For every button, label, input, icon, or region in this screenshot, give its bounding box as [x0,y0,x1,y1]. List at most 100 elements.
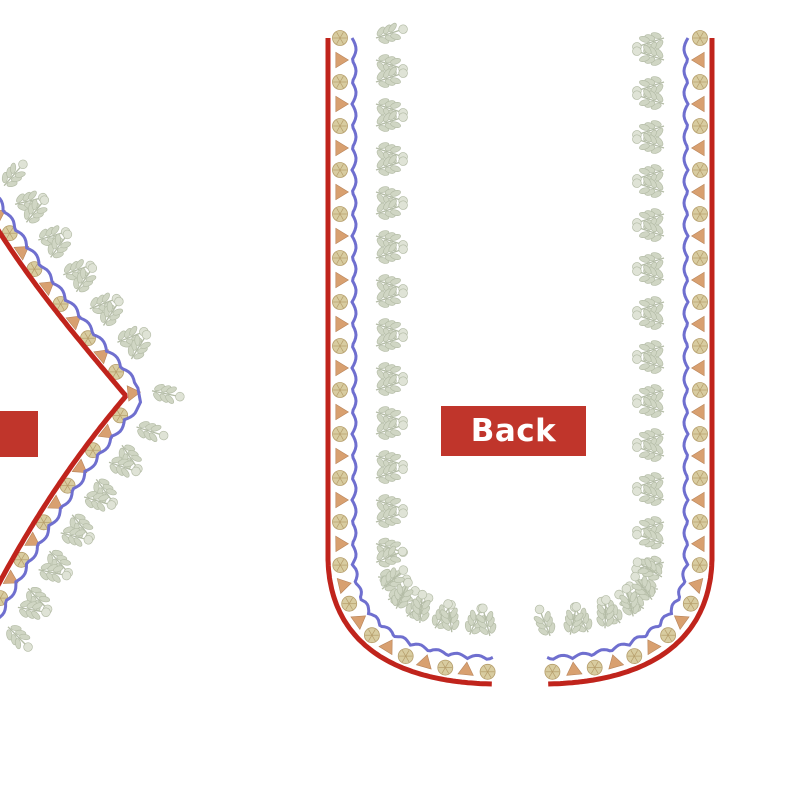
rosette-motif [332,338,348,354]
triangle-motif [0,210,6,222]
leaf-sprig [391,577,414,609]
triangle-motif [65,315,82,331]
rosette-motif [332,382,348,398]
leaf-sprig [23,195,50,224]
leaf-sprig [73,263,98,293]
triangle-motif [673,615,690,631]
triangle-motif [691,271,705,289]
triangle-motif [691,139,705,157]
triangle-motif [691,491,705,509]
leaf-sprig [632,484,665,506]
rosette-motif [332,162,348,178]
rosette-motif [692,118,708,134]
leaf-sprig [411,589,431,624]
leaf-sprig [375,286,408,308]
leaf-sprig [17,600,51,620]
triangle-motif [335,403,349,421]
triangle-motif [336,578,352,595]
leaf-sprig [47,229,73,259]
rosette-motif [692,250,708,266]
triangle-motif [691,51,705,69]
front-label [0,411,38,457]
leaf-sprig [375,242,408,264]
back-scallop-line-right [546,37,690,661]
leaf-sprig [375,545,408,568]
leaf-sprig [632,132,665,154]
triangle-motif [647,639,662,656]
leaf-sprig [440,599,460,633]
rosette-motif [332,206,348,222]
leaf-sprig [375,198,408,220]
leaf-sprig [563,602,584,635]
rosette-motif [691,557,708,573]
front-neck-outline [0,228,128,587]
triangle-motif [335,535,349,553]
triangle-motif [335,359,349,377]
triangle-motif [691,227,705,245]
triangle-motif [2,569,19,584]
triangle-motif [335,315,349,333]
triangle-motif [566,661,583,676]
rosette-motif [692,30,708,46]
back-neckline-design [325,22,715,687]
leaf-sprig [632,528,665,550]
leaf-sprig [151,383,185,404]
triangle-motif [378,639,393,656]
back-neck-outline-left [325,38,492,687]
leaf-sprig [632,176,665,198]
triangle-motif [335,139,349,157]
back-motif-band [332,30,708,680]
rosette-motif [341,595,358,612]
rosette-motif [692,162,708,178]
leaf-sprig [136,421,169,443]
rosette-motif [692,294,708,310]
rosette-motif [332,470,348,486]
triangle-motif [335,95,349,113]
front-scallop-line [0,196,143,619]
rosette-motif [332,74,348,90]
rosette-motif [682,595,699,612]
leaf-sprig [6,625,33,652]
rosette-motif [332,294,348,310]
back-neck-outline-right [548,38,715,687]
leaf-sprig [375,374,408,396]
leaf-sprig [632,76,665,98]
leaf-sprig [632,396,665,418]
triangle-motif [691,183,705,201]
back-label: Back [441,406,586,456]
rosette-motif [332,30,348,46]
triangle-motif [335,227,349,245]
triangle-motif [335,183,349,201]
rosette-motif [544,663,561,680]
leaf-sprig [60,526,94,547]
triangle-motif [335,447,349,465]
rosette-motif [479,663,496,680]
triangle-motif [13,246,30,261]
leaf-sprig [375,450,408,472]
leaf-sprig [632,220,665,242]
leaf-sprig [632,44,665,66]
triangle-motif [71,458,88,474]
leaf-sprig [632,557,663,581]
triangle-motif [38,281,55,297]
leaf-sprig [596,595,615,629]
rosette-motif [660,627,676,644]
leaf-sprig [100,296,124,326]
leaf-sprig [632,88,665,110]
leaf-sprig [83,490,117,512]
leaf-sprig [375,330,408,352]
rosette-motif [332,514,348,530]
rosette-motif [586,659,603,676]
triangle-motif [691,359,705,377]
leaf-sprig [630,571,655,601]
triangle-motif [350,615,367,631]
rosette-motif [692,514,708,530]
rosette-motif [692,426,708,442]
back-scallop-line-left [350,37,494,661]
rosette-motif [397,648,414,664]
leaf-sprig [127,330,152,360]
rosette-motif [363,627,380,644]
leaf-sprig [38,562,72,583]
leaf-sprig [632,264,665,286]
rosette-motif [332,118,348,134]
